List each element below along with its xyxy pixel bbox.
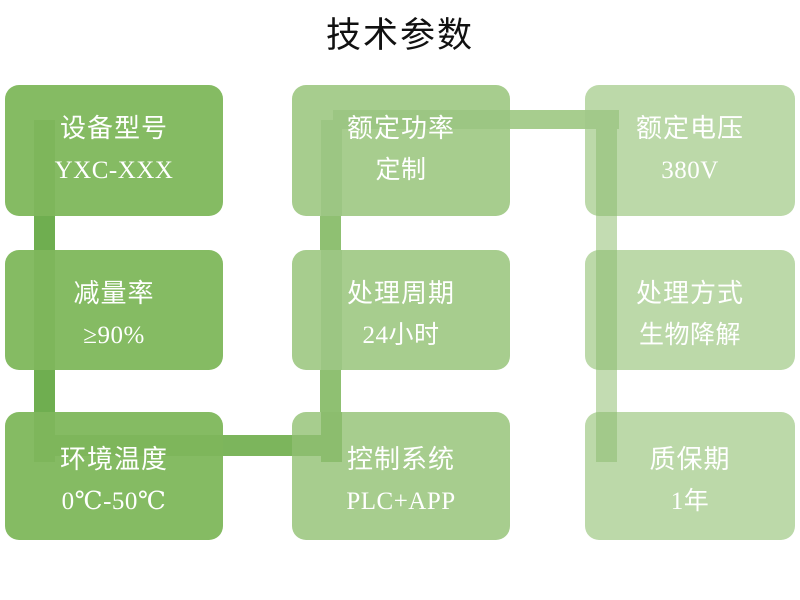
card-value: YXC-XXX [54, 157, 174, 184]
connector-col1-row1-row2 [34, 210, 55, 256]
card-rated-power[interactable]: 额定功率 定制 [292, 85, 510, 216]
card-label: 设备型号 [59, 114, 168, 143]
card-label: 额定电压 [635, 114, 744, 143]
card-label: 额定功率 [346, 114, 455, 143]
card-value: 24小时 [362, 322, 440, 349]
card-label: 环境温度 [59, 445, 168, 474]
connector-col3-row1-row2 [596, 210, 617, 256]
card-accent-bar [596, 250, 617, 370]
card-accent-band [585, 110, 619, 129]
card-warranty-period[interactable]: 质保期 1年 [585, 412, 795, 540]
card-label: 控制系统 [346, 445, 455, 474]
card-device-model[interactable]: 设备型号 YXC-XXX [5, 85, 223, 216]
card-label: 质保期 [649, 445, 731, 474]
card-treatment-method[interactable]: 处理方式 生物降解 [585, 250, 795, 370]
connector-row3-col1-col2 [214, 435, 300, 456]
card-accent-bar [321, 120, 342, 216]
card-value: 380V [661, 157, 719, 184]
connector-col2-row1-row2 [320, 210, 341, 256]
card-label: 处理周期 [346, 279, 455, 308]
card-accent-band [333, 110, 510, 129]
connector-col1-row2-row3 [34, 368, 55, 414]
card-accent-bar [34, 120, 55, 216]
connector-row1-col2-col3 [500, 110, 593, 129]
card-rated-voltage[interactable]: 额定电压 380V [585, 85, 795, 216]
card-ambient-temperature[interactable]: 环境温度 0℃-50℃ [5, 412, 223, 540]
connector-col2-row2-row3 [320, 368, 341, 414]
card-accent-bar [34, 250, 55, 370]
card-accent-band [46, 435, 223, 456]
page-title: 技术参数 [325, 16, 474, 55]
card-control-system[interactable]: 控制系统 PLC+APP [292, 412, 510, 540]
card-value: 1年 [670, 488, 710, 515]
card-value: 生物降解 [638, 322, 741, 349]
card-accent-bar [596, 412, 617, 462]
card-reduction-rate[interactable]: 减量率 ≥90% [5, 250, 223, 370]
card-value: PLC+APP [346, 488, 456, 515]
card-accent-bar [321, 250, 342, 370]
card-value: 定制 [375, 157, 427, 184]
connector-col3-row2-row3 [596, 368, 617, 414]
card-accent-bar [596, 110, 617, 216]
card-treatment-cycle[interactable]: 处理周期 24小时 [292, 250, 510, 370]
card-value: 0℃-50℃ [61, 488, 167, 515]
card-accent-band [292, 435, 342, 456]
card-label: 减量率 [73, 279, 155, 308]
card-label: 处理方式 [635, 279, 744, 308]
card-value: ≥90% [83, 322, 145, 349]
